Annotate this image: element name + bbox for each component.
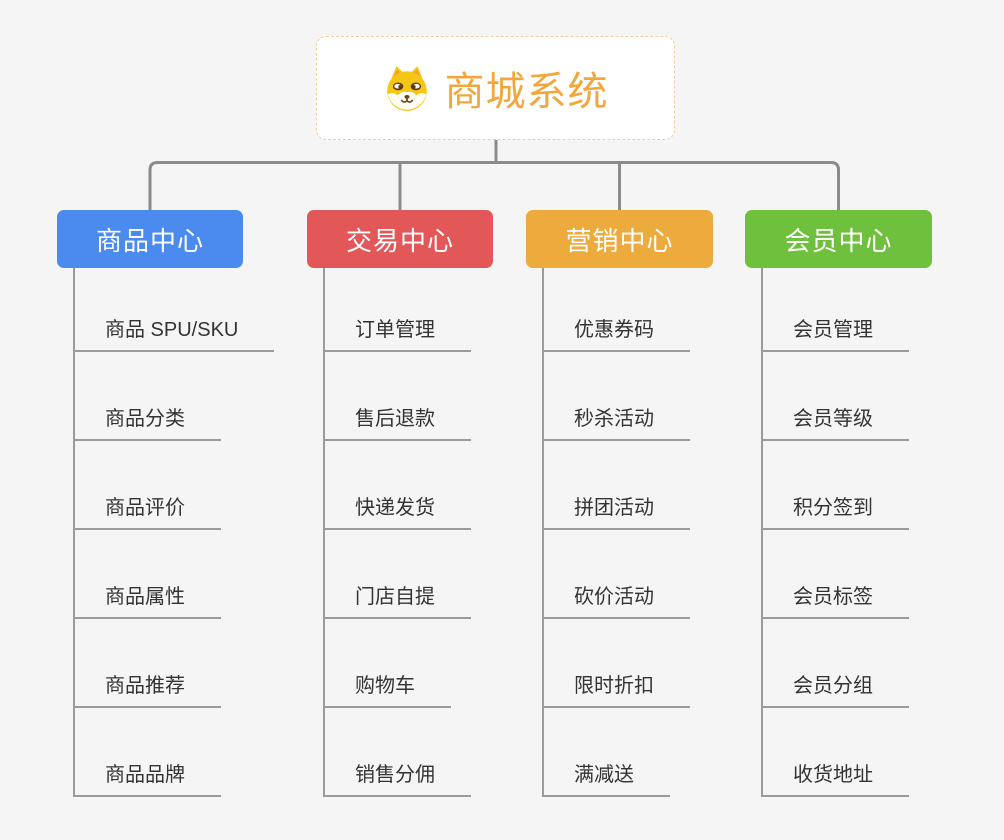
branch-label: 营销中心 — [565, 225, 674, 256]
leaf-node[interactable]: 商品品牌 — [75, 762, 221, 797]
branch-node-marketing-center[interactable]: 营销中心 — [526, 210, 713, 268]
leaf-node[interactable]: 快递发货 — [325, 495, 471, 530]
leaf-node[interactable]: 会员等级 — [763, 406, 909, 441]
leaf-node[interactable]: 秒杀活动 — [544, 406, 690, 441]
leaf-node[interactable]: 商品 SPU/SKU — [75, 317, 275, 352]
leaf-node[interactable]: 砍价活动 — [544, 584, 690, 619]
branch-node-product-center[interactable]: 商品中心 — [57, 210, 243, 268]
leaf-node[interactable]: 满减送 — [544, 762, 670, 797]
leaf-column-member-center: 会员管理 会员等级 积分签到 会员标签 会员分组 收货地址 — [761, 268, 909, 797]
leaf-node[interactable]: 会员管理 — [763, 317, 909, 352]
branch-label: 商品中心 — [95, 225, 204, 256]
leaf-node[interactable]: 会员标签 — [763, 584, 909, 619]
branch-node-trade-center[interactable]: 交易中心 — [307, 210, 493, 268]
leaf-node[interactable]: 销售分佣 — [325, 762, 471, 797]
leaf-node[interactable]: 商品属性 — [75, 584, 221, 619]
leaf-node[interactable]: 商品分类 — [75, 406, 221, 441]
leaf-node[interactable]: 商品推荐 — [75, 673, 221, 708]
leaf-node[interactable]: 订单管理 — [325, 317, 471, 352]
leaf-column-marketing-center: 优惠券码 秒杀活动 拼团活动 砍价活动 限时折扣 满减送 — [542, 268, 690, 797]
leaf-column-product-center: 商品 SPU/SKU 商品分类 商品评价 商品属性 商品推荐 商品品牌 — [73, 268, 275, 797]
leaf-node[interactable]: 限时折扣 — [544, 673, 690, 708]
leaf-node[interactable]: 积分签到 — [763, 495, 909, 530]
branch-node-member-center[interactable]: 会员中心 — [745, 210, 932, 268]
leaf-node[interactable]: 商品评价 — [75, 495, 221, 530]
leaf-node[interactable]: 购物车 — [325, 673, 451, 708]
shiba-dog-icon — [386, 66, 427, 111]
leaf-node[interactable]: 售后退款 — [325, 406, 471, 441]
branch-label: 交易中心 — [345, 225, 454, 256]
root-node[interactable]: 商城系统 — [316, 36, 675, 140]
leaf-node[interactable]: 拼团活动 — [544, 495, 690, 530]
leaf-node[interactable]: 门店自提 — [325, 584, 471, 619]
leaf-node[interactable]: 收货地址 — [763, 762, 909, 797]
branch-label: 会员中心 — [784, 225, 893, 256]
leaf-node[interactable]: 优惠券码 — [544, 317, 690, 352]
leaf-node[interactable]: 会员分组 — [763, 673, 909, 708]
leaf-column-trade-center: 订单管理 售后退款 快递发货 门店自提 购物车 销售分佣 — [323, 268, 471, 797]
root-title: 商城系统 — [444, 70, 609, 114]
